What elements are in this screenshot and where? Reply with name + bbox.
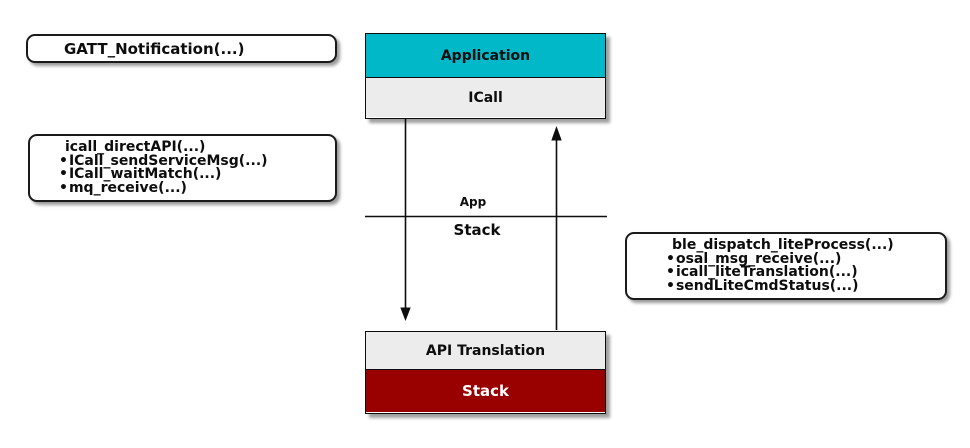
bullet-icon: • — [666, 250, 676, 267]
callout-gatt-notification: GATT_Notification(...) — [26, 34, 337, 63]
stack-layer: Stack — [366, 370, 605, 412]
boundary-stack-label: Stack — [453, 221, 501, 239]
bullet-icon: • — [59, 166, 69, 182]
bullet-icon: • — [666, 264, 676, 280]
bullet-icon: • — [59, 152, 69, 169]
icall-label: ICall — [468, 89, 503, 106]
api-translation-stack-box: API Translation Stack — [365, 331, 606, 414]
application-layer: Application — [366, 34, 605, 78]
list-item: •mq_receive(...) — [59, 179, 331, 196]
icall-layer: ICall — [366, 78, 605, 117]
api-translation-label: API Translation — [425, 342, 546, 359]
boundary-app-label: App — [459, 195, 487, 209]
list-item: •sendLiteCmdStatus(...) — [666, 277, 941, 294]
callout-icall-direct-api: icall_directAPI(...) •ICall_sendServiceM… — [28, 134, 337, 202]
stack-label: Stack — [462, 382, 509, 400]
list-item-label: osal_msg_receive(...) — [675, 250, 842, 267]
list-item-label: sendLiteCmdStatus(...) — [675, 277, 859, 294]
app-icall-box: Application ICall — [365, 33, 606, 119]
bullet-icon: • — [59, 179, 69, 196]
list-item: •osal_msg_receive(...) — [666, 250, 941, 267]
list-item: •ICall_sendServiceMsg(...) — [59, 152, 331, 169]
arrow-down-icon — [400, 119, 411, 321]
bullet-icon: • — [666, 277, 676, 294]
application-label: Application — [440, 47, 531, 64]
list-item-label: icall_liteTranslation(...) — [675, 264, 858, 280]
list-item-label: ICall_sendServiceMsg(...) — [68, 152, 268, 169]
list-item-label: ICall_waitMatch(...) — [68, 166, 222, 182]
callout-ble-title: ble_dispatch_liteProcess(...) — [672, 237, 894, 253]
list-item-label: mq_receive(...) — [68, 179, 187, 196]
api-translation-layer: API Translation — [366, 332, 605, 370]
callout-gatt-title: GATT_Notification(...) — [64, 39, 245, 58]
callout-icall-title: icall_directAPI(...) — [65, 139, 206, 155]
callout-ble-dispatch-lite: ble_dispatch_liteProcess(...) •osal_msg_… — [625, 232, 947, 300]
arrow-up-icon — [551, 126, 562, 330]
list-item: •ICall_waitMatch(...) — [59, 166, 331, 182]
list-item: •icall_liteTranslation(...) — [666, 264, 941, 280]
